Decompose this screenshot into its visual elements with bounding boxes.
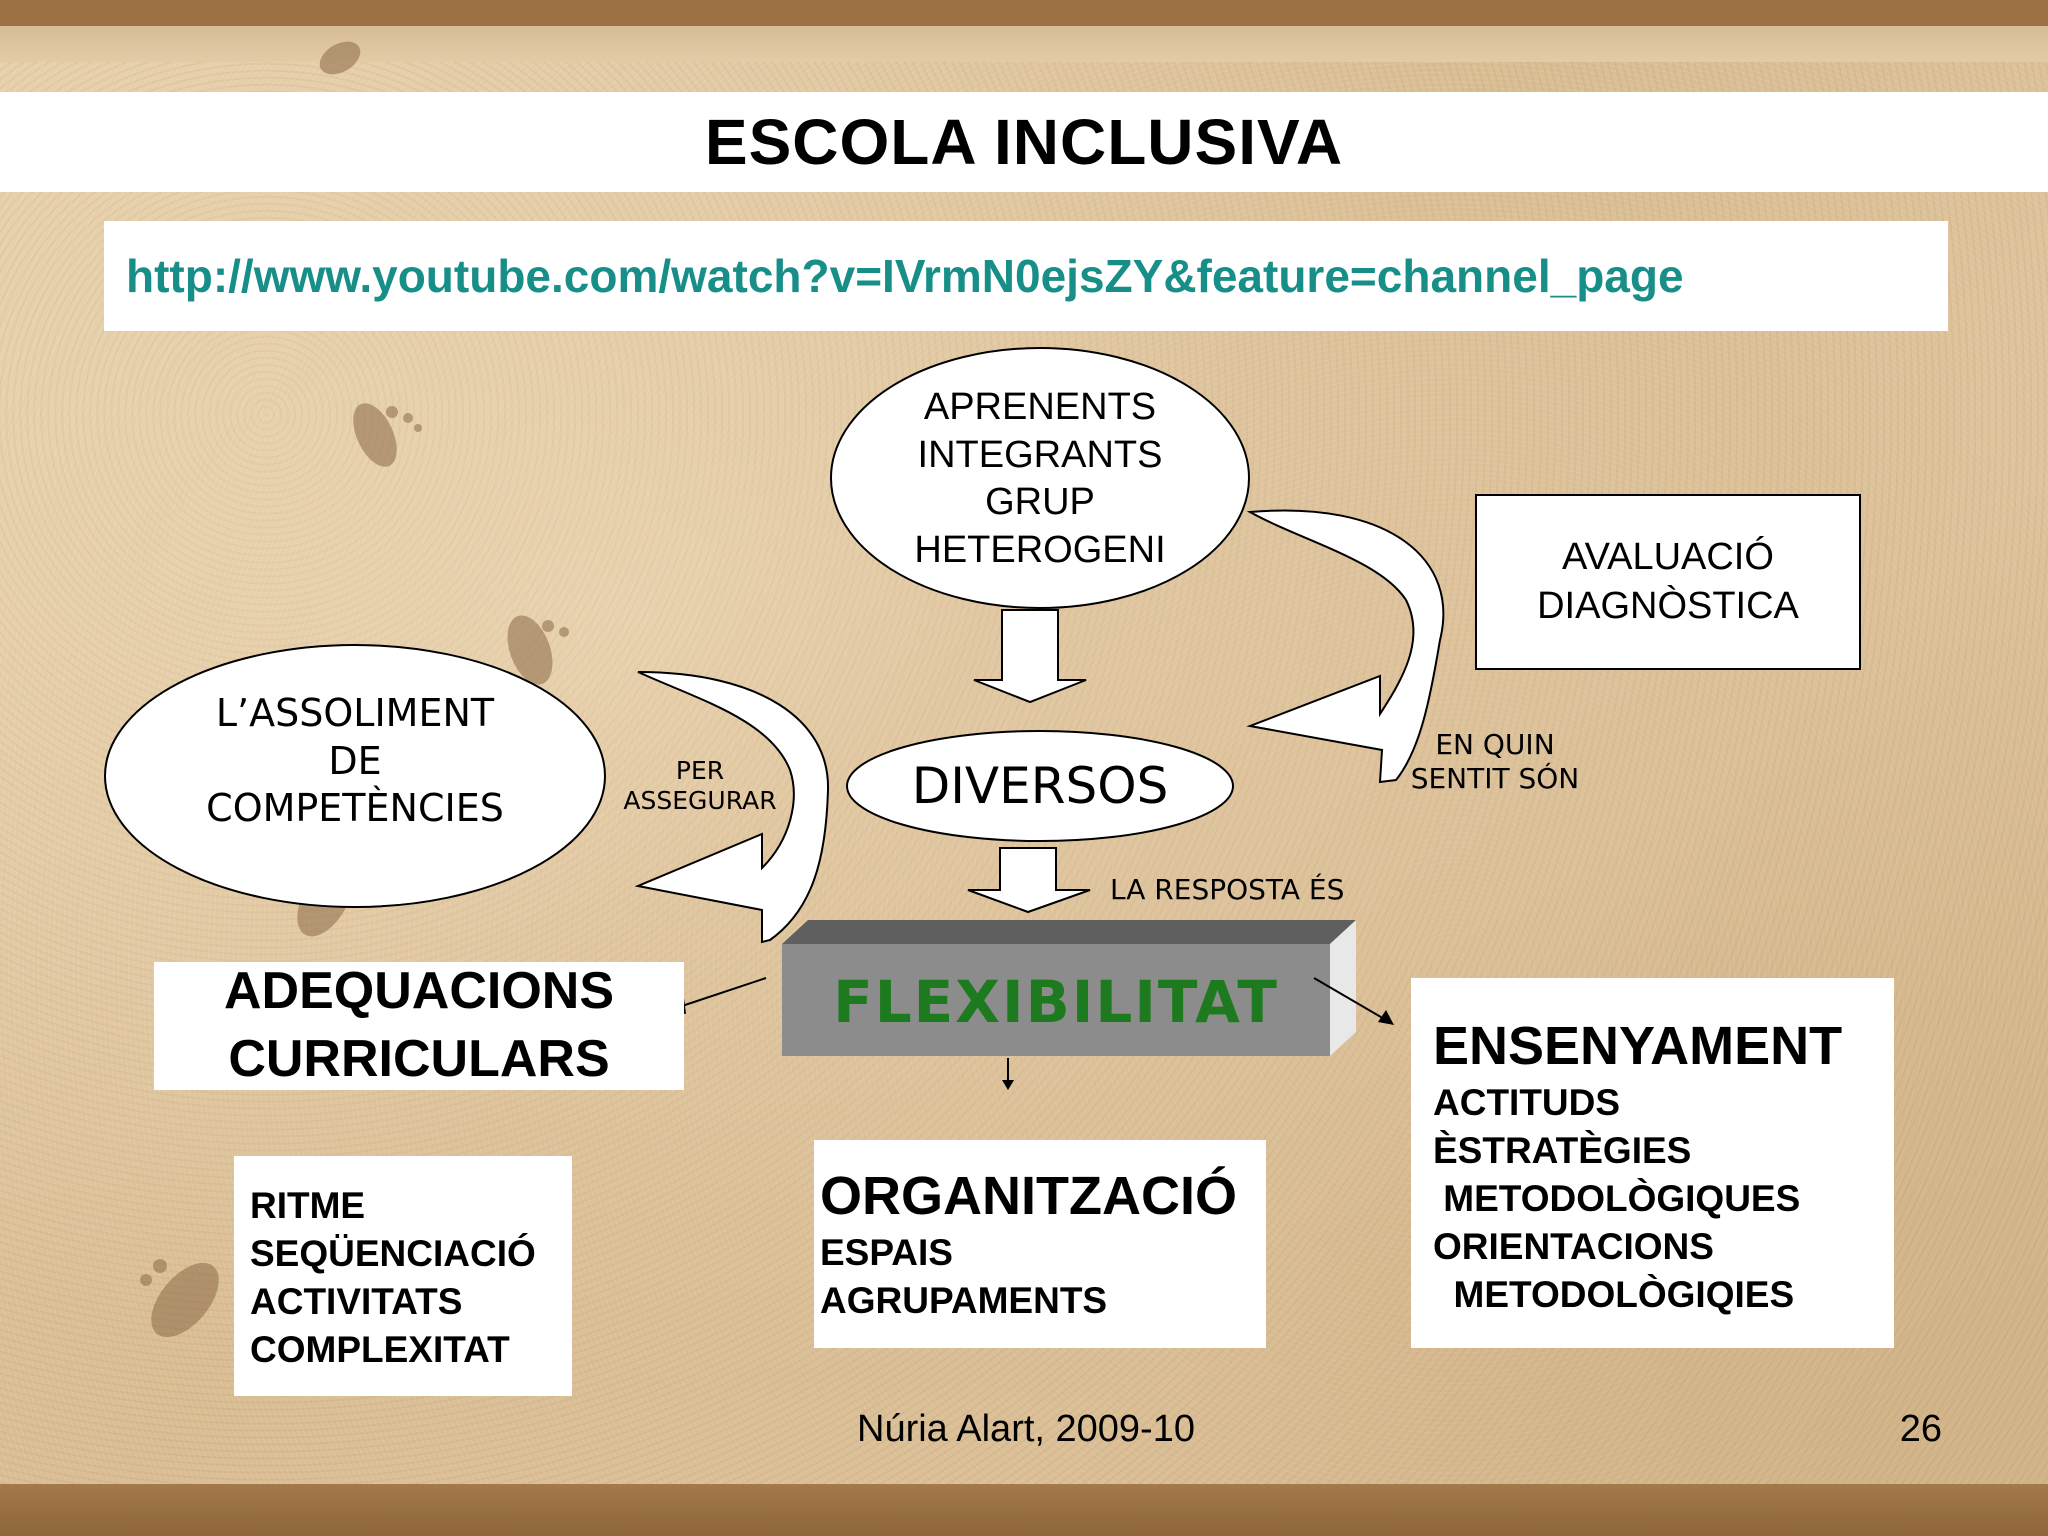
aprenents-ellipse xyxy=(830,347,1250,609)
curved-arrow-left xyxy=(634,671,830,944)
grup-line: GRUP xyxy=(985,481,1095,523)
arrow-to-organitzacio xyxy=(1002,1080,1014,1090)
avaluacio-text: AVALUACIÓ DIAGNÒSTICA xyxy=(1537,533,1799,630)
diversos-ellipse xyxy=(846,730,1234,842)
flexibilitat-block-front xyxy=(782,944,1330,1056)
diagnostica-line: DIAGNÒSTICA xyxy=(1537,585,1799,627)
assoliment-text: L’ASSOLIMENT DE COMPETÈNCIES xyxy=(165,690,545,833)
adequacions-box: ADEQUACIONS CURRICULARS xyxy=(154,962,684,1090)
organitzacio-title: ORGANITZACIÓ xyxy=(820,1166,1237,1226)
complexitat-item: COMPLEXITAT xyxy=(250,1329,510,1371)
ensenyament-box: ENSENYAMENT ACTITUDS ÈSTRATÈGIES METODOL… xyxy=(1411,978,1894,1348)
ensenyament-content: ENSENYAMENT ACTITUDS ÈSTRATÈGIES METODOL… xyxy=(1433,1014,1842,1319)
adequacions-text: ADEQUACIONS CURRICULARS xyxy=(224,958,614,1093)
aprenents-text: APRENENTS INTEGRANTS GRUP HETEROGENI xyxy=(860,384,1220,574)
metodologiques-item: METODOLÒGIQUES xyxy=(1433,1177,1801,1219)
integrants-line: INTEGRANTS xyxy=(917,433,1163,476)
footer-author: Núria Alart, 2009-10 xyxy=(857,1408,1195,1450)
down-arrow-to-flexibilitat xyxy=(967,847,1091,914)
en-quin-line: EN QUIN xyxy=(1435,728,1555,761)
espais-item: ESPAIS xyxy=(820,1231,953,1273)
actituds-item: ACTITUDS xyxy=(1433,1081,1621,1123)
flexibilitat-block-top xyxy=(782,920,1356,944)
estrategies-item: ÈSTRATÈGIES xyxy=(1433,1129,1692,1171)
assoliment-ellipse xyxy=(104,644,606,908)
arrow-to-ensenyament xyxy=(1378,1010,1394,1025)
ritme-list: RITME SEQÜENCIACIÓ ACTIVITATS COMPLEXITA… xyxy=(250,1182,536,1374)
top-frame-band xyxy=(0,0,2048,26)
agrupaments-item: AGRUPAMENTS xyxy=(820,1279,1108,1321)
metodologiqies-item: METODOLÒGIQIES xyxy=(1433,1274,1795,1316)
activitats-item: ACTIVITATS xyxy=(250,1281,463,1323)
flexibilitat-text: FLEXIBILITAT xyxy=(833,968,1279,1036)
ensenyament-title: ENSENYAMENT xyxy=(1433,1016,1843,1076)
aprenents-line: APRENENTS xyxy=(923,386,1157,428)
de-line: DE xyxy=(328,738,382,783)
down-arrow-to-diversos xyxy=(973,609,1087,704)
avaluacio-box: AVALUACIÓ DIAGNÒSTICA xyxy=(1475,494,1861,670)
la-resposta-label: LA RESPOSTA ÉS xyxy=(1110,873,1345,906)
diversos-text: DIVERSOS xyxy=(911,757,1169,815)
adequacions-line: ADEQUACIONS xyxy=(223,962,615,1021)
slide-title: ESCOLA INCLUSIVA xyxy=(704,106,1344,178)
curriculars-line: CURRICULARS xyxy=(228,1030,610,1088)
video-link[interactable]: http://www.youtube.com/watch?v=IVrmN0ejs… xyxy=(126,250,1684,302)
assoliment-line: L’ASSOLIMENT xyxy=(215,691,495,735)
bottom-frame-band xyxy=(0,1484,2048,1536)
per-line: PER xyxy=(675,756,725,785)
video-link-box: http://www.youtube.com/watch?v=IVrmN0ejs… xyxy=(104,221,1948,331)
en-quin-sentit-label: EN QUIN SENTIT SÓN xyxy=(1390,728,1600,795)
ritme-box: RITME SEQÜENCIACIÓ ACTIVITATS COMPLEXITA… xyxy=(234,1156,572,1396)
per-assegurar-label: PER ASSEGURAR xyxy=(620,756,780,816)
heterogeni-line: HETEROGENI xyxy=(914,528,1166,571)
organitzacio-content: ORGANITZACIÓ ESPAIS AGRUPAMENTS xyxy=(820,1164,1237,1325)
avaluacio-line: AVALUACIÓ xyxy=(1562,536,1774,579)
orientacions-item: ORIENTACIONS xyxy=(1433,1226,1714,1268)
organitzacio-box: ORGANITZACIÓ ESPAIS AGRUPAMENTS xyxy=(814,1140,1266,1348)
page-number: 26 xyxy=(1899,1408,1942,1450)
assegurar-line: ASSEGURAR xyxy=(623,786,777,815)
ritme-item: RITME xyxy=(250,1185,366,1226)
sequenciacio-item: SEQÜENCIACIÓ xyxy=(250,1233,536,1275)
sentit-son-line: SENTIT SÓN xyxy=(1410,761,1580,795)
curved-arrow-right xyxy=(1246,509,1445,784)
title-bar: ESCOLA INCLUSIVA xyxy=(0,92,2048,192)
flexibilitat-block-side xyxy=(1330,920,1356,1056)
competencies-line: COMPETÈNCIES xyxy=(206,786,504,830)
